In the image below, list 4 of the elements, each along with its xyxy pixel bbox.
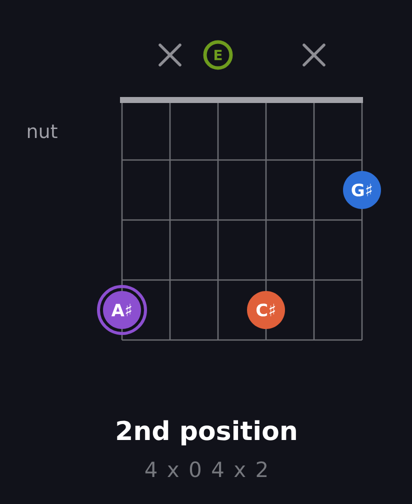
open-string-ring: E xyxy=(203,40,233,70)
nut-label: nut xyxy=(28,124,58,138)
chord-title: 2nd position xyxy=(117,420,296,446)
fingering-caption: 4 x 0 4 x 2 xyxy=(145,461,267,478)
